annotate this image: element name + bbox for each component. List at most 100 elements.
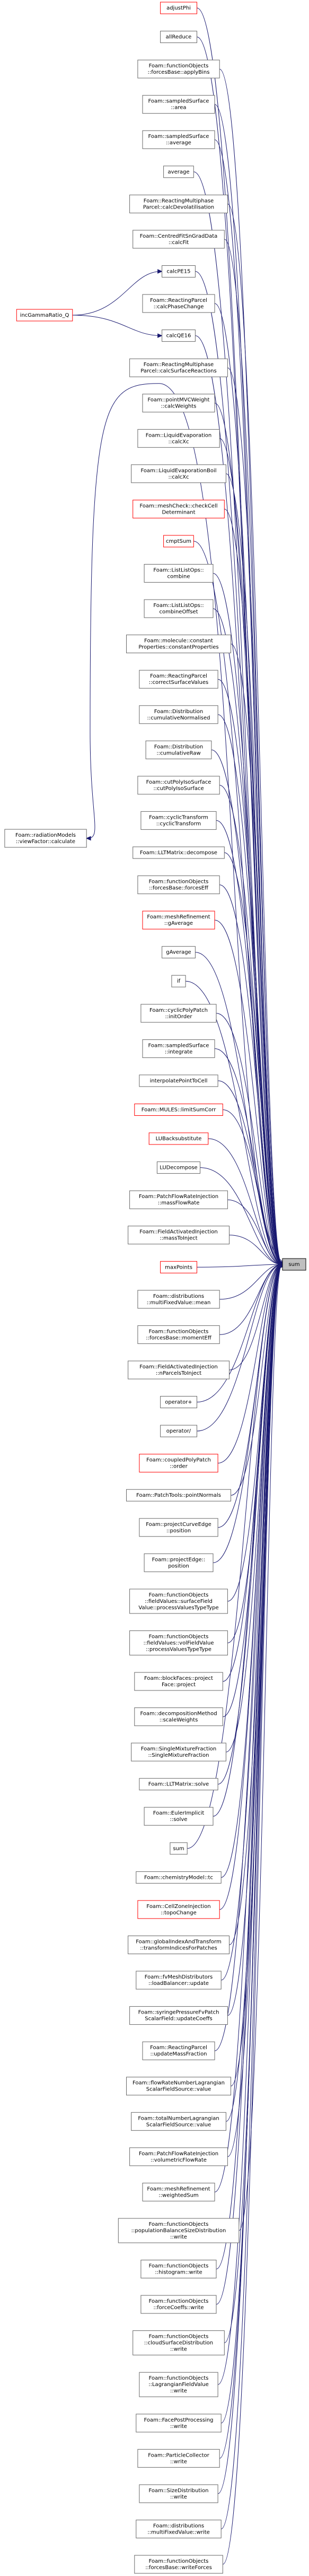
caller-node-box[interactable] [136,1971,222,1990]
caller-node[interactable]: Foam::FacePostProcessing::write [136,2414,222,2433]
caller-node[interactable]: Foam::globalIndexAndTransform::transform… [128,1936,229,1954]
caller-node-box[interactable] [137,2449,220,2468]
caller-node[interactable]: Foam::flowRateNumberLagrangianScalarFiel… [126,2077,231,2096]
caller-node-box[interactable] [137,1290,220,1309]
caller-node-box[interactable] [162,946,196,959]
caller-node-box[interactable] [133,499,225,518]
caller-node-box[interactable] [144,1553,214,1572]
caller-node[interactable]: calcPE15 [162,265,196,277]
caller-node[interactable]: Foam::functionObjects::histogram::write [140,2260,217,2278]
caller-node[interactable]: Foam::functionObjects::fieldValues::volF… [129,1630,228,1655]
caller-node[interactable]: Foam::MULES::limitSumCorr [134,1104,223,1116]
caller-node-box[interactable] [163,166,194,178]
caller-node-box[interactable] [137,1900,220,1919]
caller-node[interactable]: Foam::ReactingParcel::calcPhaseChange [142,294,215,313]
caller-node-box[interactable] [129,194,228,213]
caller-node[interactable]: Foam::sampledSurface::average [142,130,215,149]
caller-node-box[interactable] [140,2260,217,2278]
caller-node[interactable]: if [171,975,186,987]
caller-node[interactable]: Foam::molecule::constantProperties::cons… [126,635,231,654]
caller-node-box[interactable] [126,635,231,654]
caller-node[interactable]: Foam::PatchTools::pointNormals [126,1489,231,1502]
caller-node[interactable]: Foam::PatchFlowRateInjection::volumetric… [129,2147,228,2166]
caller-node[interactable]: Foam::LLTMatrix::solve [139,1778,218,1791]
caller-node-box[interactable] [160,1261,198,1273]
caller-node[interactable]: Foam::LLTMatrix::decompose [133,846,225,859]
caller-node-box[interactable] [134,1707,223,1727]
caller-node[interactable]: Foam::SizeDistribution::write [139,2484,218,2503]
caller-node[interactable]: Foam::ParticleCollector::write [137,2449,220,2468]
caller-node[interactable]: Foam::FieldActivatedInjection::nParcelsT… [128,1360,229,1380]
caller-node[interactable]: Foam::functionObjects::forcesBase::force… [137,875,220,895]
caller-node[interactable]: Foam::sampledSurface::area [142,95,215,114]
caller-node-box[interactable] [129,2147,228,2166]
caller-node[interactable]: Foam::coupledPolyPatch::order [139,1454,218,1473]
caller-node-box[interactable] [133,2330,225,2356]
caller-node[interactable]: Foam::decompositionMethod::scaleWeights [134,1707,223,1727]
caller-node[interactable]: Foam::pointMVCWeight::calcWeights [142,394,215,413]
caller-node[interactable]: LUBacksubstitute [148,1132,209,1145]
caller-node-box[interactable] [137,875,220,895]
caller-node[interactable]: operator+ [160,1396,198,1408]
caller-node[interactable]: adjustPhi [160,2,198,14]
caller-node[interactable]: maxPoints [160,1261,198,1273]
caller-node[interactable]: Foam::cyclicPolyPatch::initOrder [140,1004,217,1023]
caller-node-box[interactable] [144,599,214,618]
caller-node-box[interactable] [139,2484,218,2503]
caller-node-box[interactable] [128,1936,229,1954]
caller-node-box[interactable] [144,1807,214,1826]
caller-node-box[interactable] [144,564,214,583]
caller-node[interactable]: Foam::functionObjects::forcesBase::apply… [137,59,220,79]
caller-node-box[interactable] [131,2112,226,2131]
caller-node-box[interactable] [137,1325,220,1344]
caller-node-left[interactable]: incGammaRatio_Q [16,309,73,322]
caller-node-box[interactable] [131,464,226,483]
caller-node[interactable]: Foam::cutPolyIsoSurface::cutPolyIsoSurfa… [137,776,220,795]
caller-node-box[interactable] [142,1039,215,1058]
caller-node[interactable]: Foam::sampledSurface::integrate [142,1039,215,1058]
caller-node-box[interactable] [133,846,225,859]
caller-node-box[interactable] [131,1742,226,1762]
caller-node[interactable]: Foam::distributions::multiFixedValue::me… [137,1290,220,1309]
caller-node[interactable]: gAverage [162,946,196,959]
caller-node[interactable]: Foam::syringePressureFvPatchScalarField:… [129,2006,228,2025]
caller-node[interactable]: Foam::cyclicTransform::cyclicTransform [140,811,217,830]
caller-node-left-box[interactable] [4,829,87,848]
caller-node[interactable]: Foam::EulerImplicit::solve [144,1807,214,1826]
caller-node[interactable]: Foam::distributions::multiFixedValue::wr… [136,2519,222,2538]
caller-node-box[interactable] [142,394,215,413]
caller-node[interactable]: Foam::projectCurveEdge::position [139,1518,218,1537]
caller-node-box[interactable] [156,1161,200,1174]
caller-node[interactable]: Foam::ReactingMultiphaseParcel::calcSurf… [129,358,228,377]
caller-node-box[interactable] [160,1425,198,1437]
caller-node[interactable]: Foam::ReactingParcel::correctSurfaceValu… [139,670,218,689]
caller-node-left-box[interactable] [16,309,73,322]
caller-node[interactable]: LUDecompose [156,1161,200,1174]
caller-node[interactable]: Foam::FieldActivatedInjection::massToInj… [128,1226,229,1245]
caller-node-box[interactable] [137,776,220,795]
caller-node-box[interactable] [160,31,198,44]
caller-node-box[interactable] [134,2555,223,2574]
caller-node-box[interactable] [128,1226,229,1245]
caller-node[interactable]: sum [170,1842,188,1855]
caller-node-box[interactable] [140,2295,217,2314]
caller-node[interactable]: Foam::functionObjects::forcesBase::momen… [137,1325,220,1344]
caller-node-box[interactable] [118,2218,240,2243]
caller-node-box[interactable] [126,1489,231,1502]
caller-node-box[interactable] [134,1672,223,1691]
caller-node[interactable]: Foam::functionObjects::forcesBase::write… [134,2555,223,2574]
caller-node-left[interactable]: Foam::radiationModels::viewFactor::calcu… [4,829,87,848]
caller-node-box[interactable] [140,811,217,830]
target-node-sum[interactable]: sum [282,1258,306,1271]
caller-node-box[interactable] [142,294,215,313]
caller-node-box[interactable] [129,2006,228,2025]
caller-node-box[interactable] [145,740,212,759]
caller-node[interactable]: Foam::Distribution::cumulativeRaw [145,740,212,759]
caller-node[interactable]: Foam::fvMeshDistributors::loadBalancer::… [136,1971,222,1990]
caller-node-box[interactable] [139,2372,218,2397]
caller-node[interactable]: Foam::CellZoneInjection::topoChange [137,1900,220,1919]
caller-node-box[interactable] [142,95,215,114]
caller-node-box[interactable] [136,2414,222,2433]
caller-node[interactable]: interpolatePointToCell [139,1074,218,1087]
